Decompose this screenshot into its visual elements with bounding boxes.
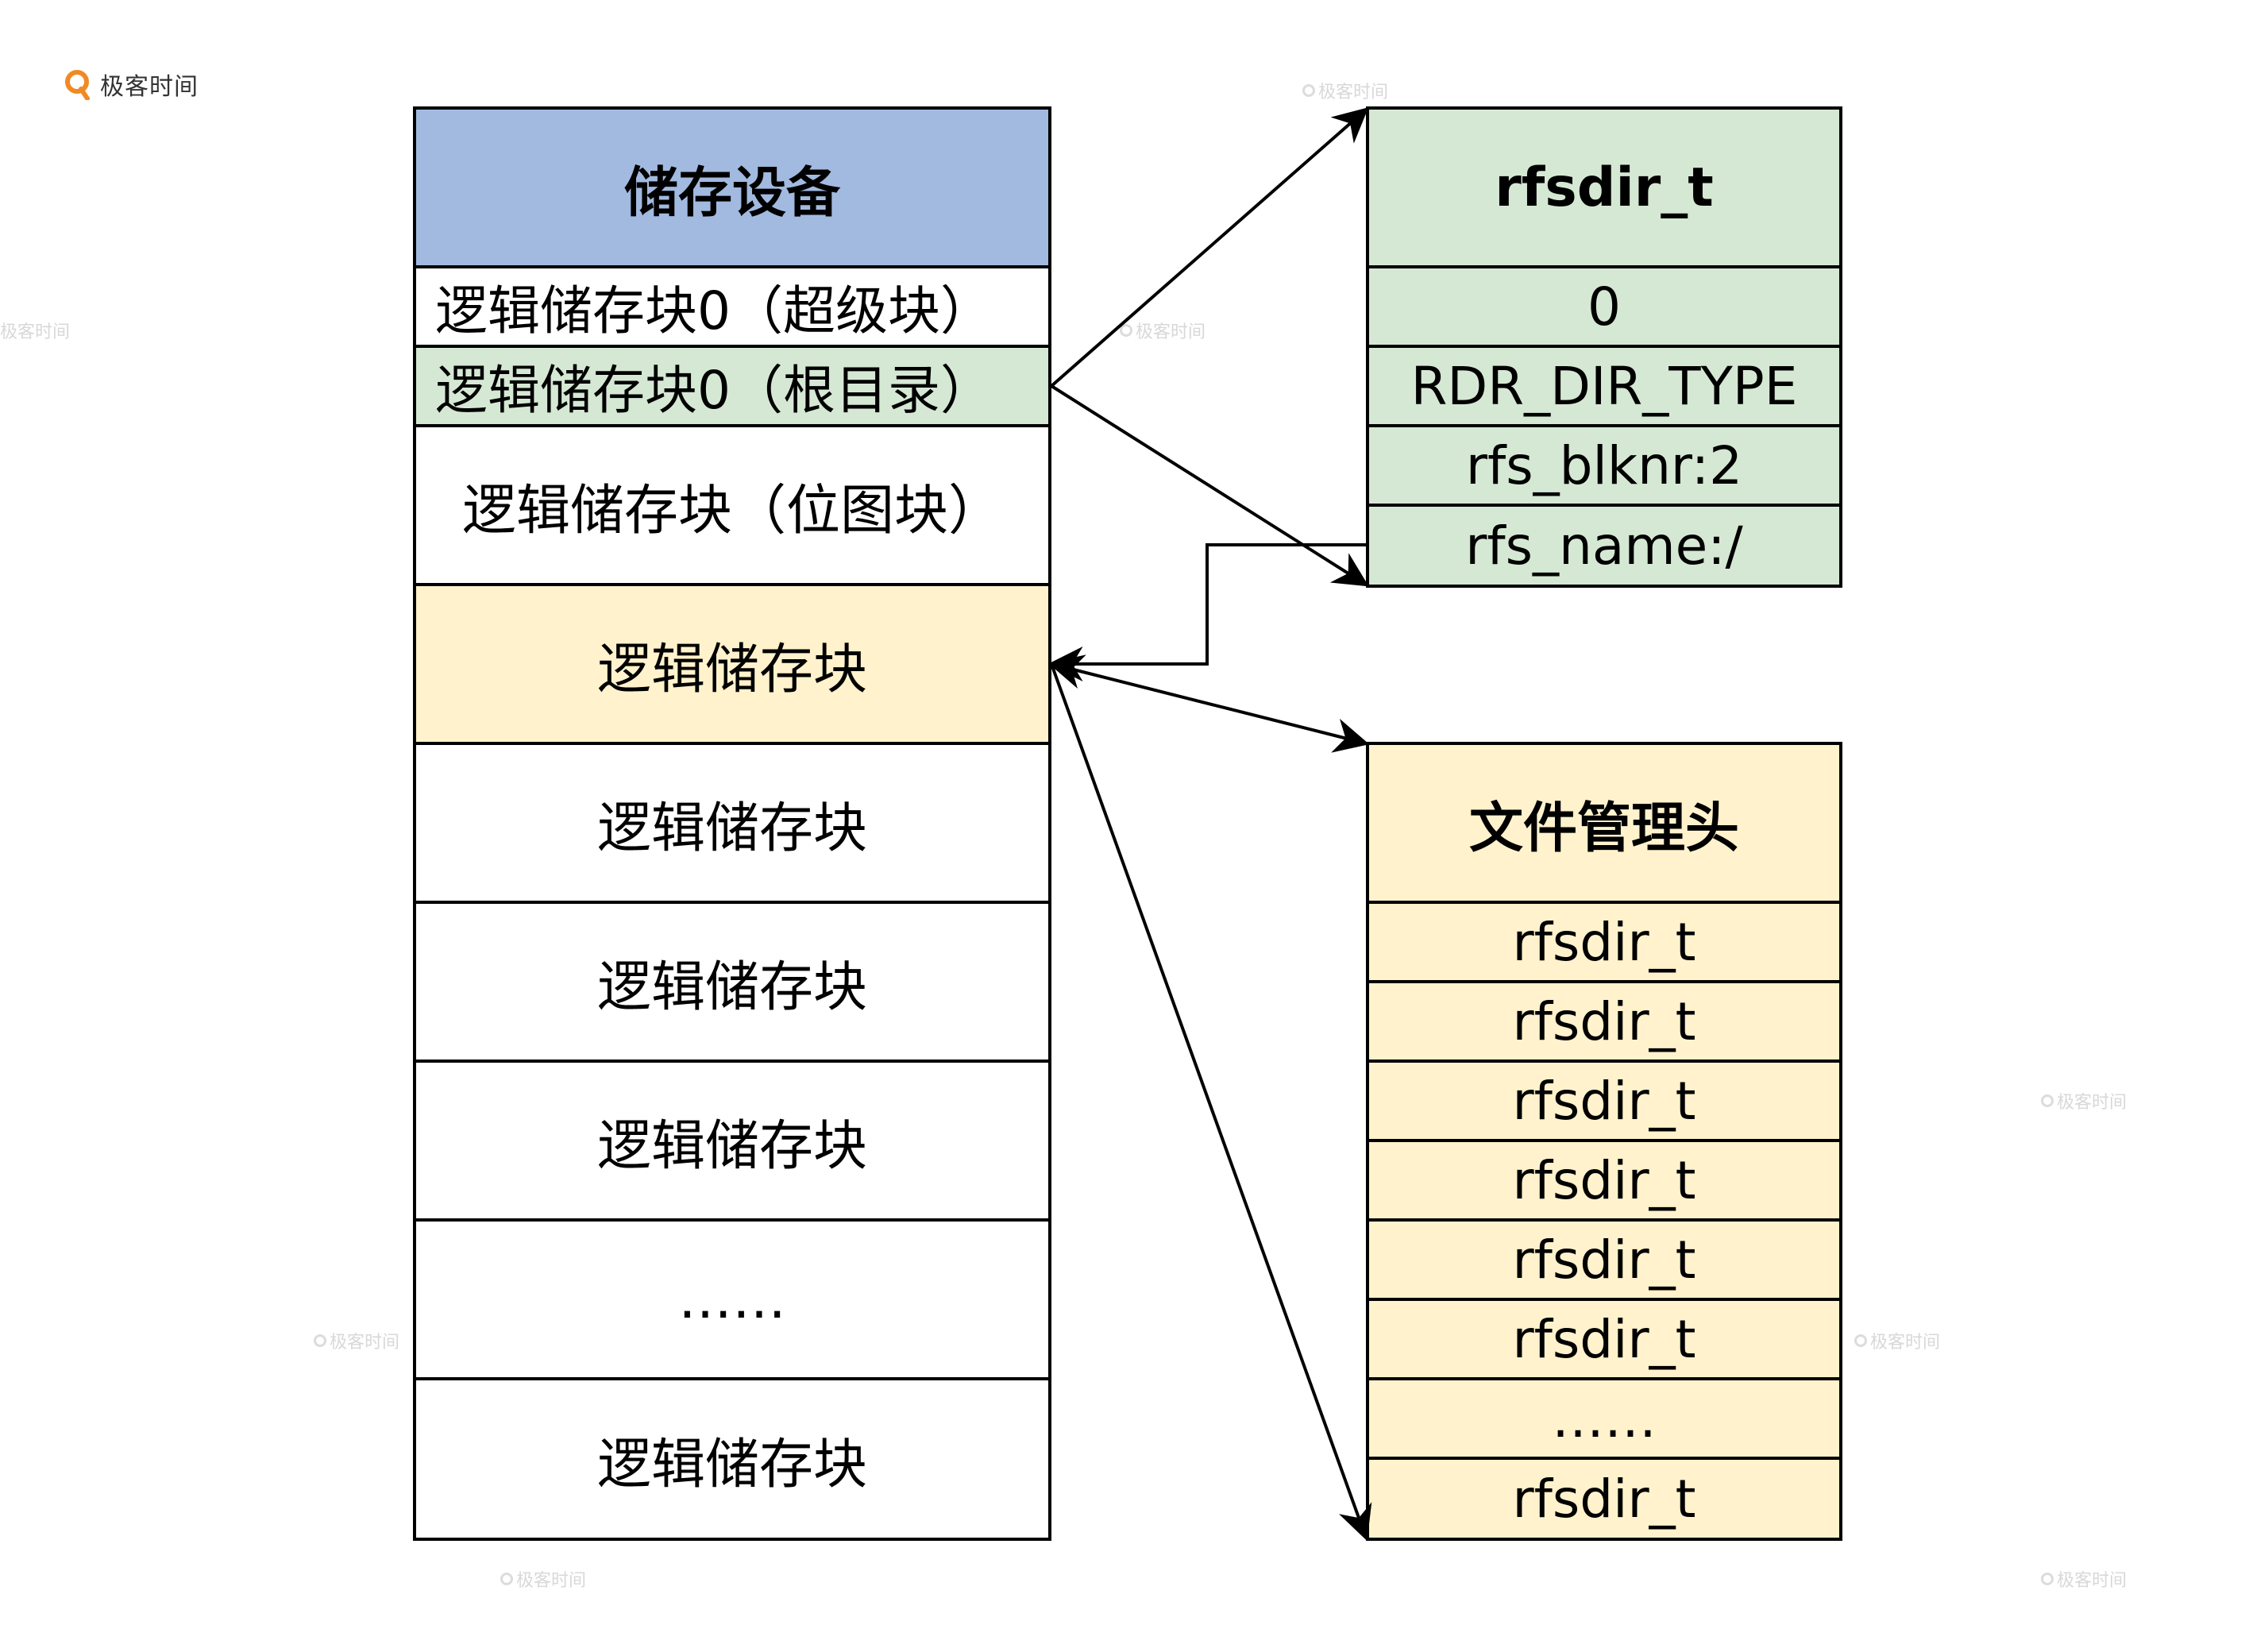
geektime-logo-icon bbox=[65, 70, 90, 100]
watermark-icon bbox=[1120, 324, 1132, 337]
storage-block-file-header: 逻辑储存块 bbox=[413, 583, 1051, 745]
watermark: 极客时间 bbox=[1854, 1328, 1940, 1353]
watermark: 极客时间 bbox=[1120, 318, 1206, 343]
watermark: 极客时间 bbox=[500, 1566, 586, 1592]
file-header-title: 文件管理头 bbox=[1366, 742, 1842, 904]
file-header-entry: rfsdir_t bbox=[1366, 980, 1842, 1063]
arrow-name-to-block bbox=[1047, 543, 1366, 681]
storage-block-superblock: 逻辑储存块0（超级块） bbox=[413, 265, 1051, 348]
watermark-icon bbox=[314, 1334, 326, 1347]
watermark: 极客时间 bbox=[1302, 78, 1388, 103]
watermark-icon bbox=[1302, 84, 1315, 97]
rfsdir-header: rfsdir_t bbox=[1366, 106, 1842, 268]
watermark-icon bbox=[2041, 1094, 2054, 1107]
file-header-entry: rfsdir_t bbox=[1366, 1298, 1842, 1380]
watermark-icon bbox=[2041, 1573, 2054, 1585]
rfsdir-field-name: rfs_name:/ bbox=[1366, 504, 1842, 588]
storage-block-ellipsis: …… bbox=[413, 1218, 1051, 1380]
file-header-ellipsis: …… bbox=[1366, 1377, 1842, 1460]
file-header-entry: rfsdir_t bbox=[1366, 1457, 1842, 1541]
brand-name: 极客时间 bbox=[100, 73, 199, 101]
arrow-block-to-file-header bbox=[1047, 654, 1370, 753]
watermark: 极客时间 bbox=[2041, 1566, 2127, 1592]
brand-logo: 极客时间 bbox=[64, 67, 199, 102]
storage-block-root-dir: 逻辑储存块0（根目录） bbox=[413, 345, 1051, 427]
arrow-root-to-rfsdir-top bbox=[1050, 107, 1369, 388]
storage-block: 逻辑储存块 bbox=[413, 901, 1051, 1063]
arrow-block-to-file-end bbox=[1050, 663, 1372, 1542]
watermark-icon bbox=[1854, 1334, 1867, 1347]
file-header-entry: rfsdir_t bbox=[1366, 1218, 1842, 1301]
watermark-icon bbox=[500, 1573, 513, 1585]
watermark: 极客时间 bbox=[314, 1328, 399, 1353]
watermark: 极客时间 bbox=[2041, 1088, 2127, 1114]
storage-block: 逻辑储存块 bbox=[413, 1377, 1051, 1541]
rfsdir-field-type: RDR_DIR_TYPE bbox=[1366, 345, 1842, 427]
arrow-root-to-rfsdir-bottom bbox=[1050, 384, 1369, 587]
file-header-entry: rfsdir_t bbox=[1366, 901, 1842, 983]
file-header-entry: rfsdir_t bbox=[1366, 1060, 1842, 1142]
storage-block-bitmap: 逻辑储存块（位图块） bbox=[413, 424, 1051, 586]
watermark: 极客时间 bbox=[0, 322, 71, 342]
rfsdir-field: 0 bbox=[1366, 265, 1842, 348]
